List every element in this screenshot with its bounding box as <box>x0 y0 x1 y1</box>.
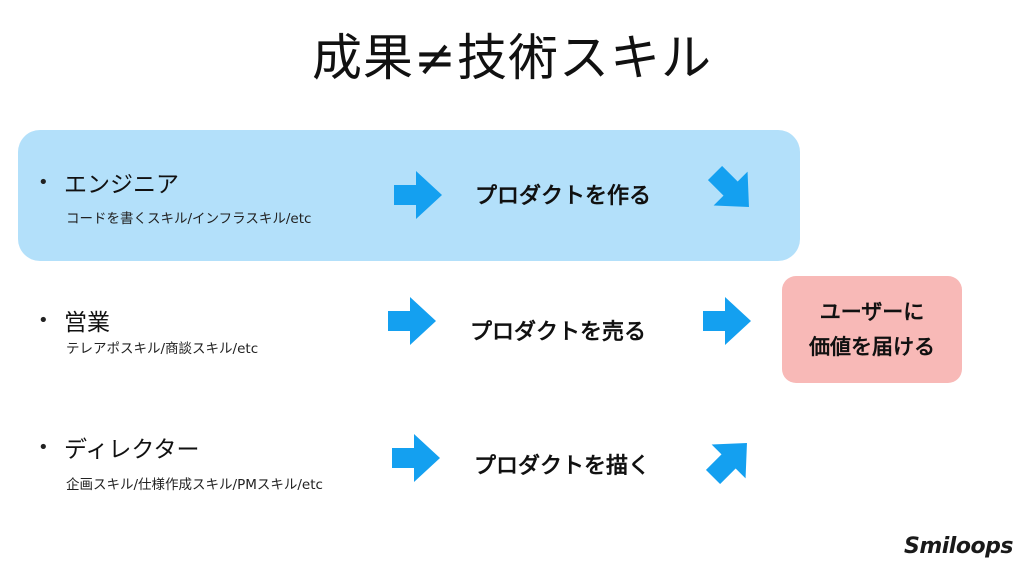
action-sell-product: プロダクトを売る <box>470 320 647 345</box>
role-sales: 営業 <box>64 310 110 336</box>
role-director: ディレクター <box>64 437 200 463</box>
bullet-director: • <box>38 437 49 458</box>
goal-line-1: ユーザーに <box>819 299 925 324</box>
logo: Smiloops <box>904 534 1013 559</box>
skills-engineer: コードを書くスキル/インフラスキル/etc <box>66 211 312 227</box>
right-arrow-icon <box>388 297 436 345</box>
page-title: 成果≠技術スキル <box>312 29 712 87</box>
right-arrow-icon <box>703 297 751 345</box>
action-design-product: プロダクトを描く <box>474 454 651 479</box>
down-right-arrow-icon <box>708 166 749 207</box>
right-arrow-icon <box>392 434 440 482</box>
up-right-arrow-icon <box>706 443 747 484</box>
action-make-product: プロダクトを作る <box>475 184 652 209</box>
goal-line-2: 価値を届ける <box>809 334 935 359</box>
skills-director: 企画スキル/仕様作成スキル/PMスキル/etc <box>66 477 323 493</box>
right-arrow-icon <box>394 171 442 219</box>
goal-box: ユーザーに 価値を届ける <box>782 276 962 383</box>
bullet-engineer: • <box>38 172 49 193</box>
skills-sales: テレアポスキル/商談スキル/etc <box>66 341 259 357</box>
role-engineer: エンジニア <box>64 172 179 198</box>
bullet-sales: • <box>38 310 49 331</box>
